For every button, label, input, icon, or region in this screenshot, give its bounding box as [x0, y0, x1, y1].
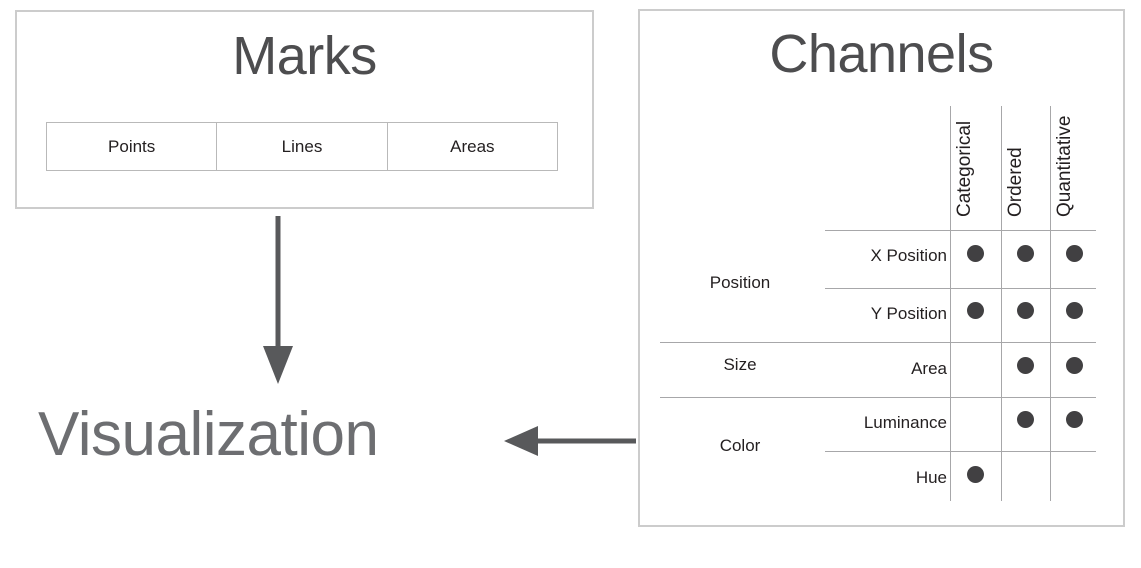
channel-dot-hue-categorical — [967, 466, 984, 483]
channel-dot-luminance-ordered — [1017, 411, 1034, 428]
channel-dot-x-position-categorical — [967, 245, 984, 262]
matrix-vline-3 — [1050, 106, 1051, 501]
matrix-column-header-categorical: Categorical — [954, 120, 975, 217]
matrix-hline-xy — [825, 288, 1096, 289]
arrow-down-icon — [263, 216, 293, 384]
matrix-vline-1 — [950, 106, 951, 501]
channel-dot-x-position-quantitative — [1066, 245, 1083, 262]
channels-matrix: Categorical Ordered Quantitative Positio… — [640, 11, 1123, 525]
channel-dot-y-position-quantitative — [1066, 302, 1083, 319]
channel-dot-area-quantitative — [1066, 357, 1083, 374]
visualization-label: Visualization — [38, 400, 379, 469]
arrow-left-icon — [504, 426, 636, 456]
channel-dot-x-position-ordered — [1017, 245, 1034, 262]
channel-group-label-color: Color — [719, 436, 761, 455]
matrix-hline-position-size — [660, 342, 1096, 343]
channel-dot-area-ordered — [1017, 357, 1034, 374]
marks-item-lines[interactable]: Lines — [217, 123, 388, 170]
channel-row-label-area: Area — [911, 359, 947, 378]
matrix-hline-lum-hue — [825, 451, 1096, 452]
matrix-column-header-ordered: Ordered — [1005, 147, 1026, 217]
matrix-column-header-quantitative: Quantitative — [1054, 115, 1075, 217]
channels-title: Channels — [769, 24, 994, 84]
matrix-hline-top — [825, 230, 1096, 231]
channel-row-label-luminance: Luminance — [863, 413, 947, 432]
matrix-vline-2 — [1001, 106, 1002, 501]
marks-panel: Marks Points Lines Areas — [15, 10, 594, 209]
channel-dot-y-position-ordered — [1017, 302, 1034, 319]
marks-item-points[interactable]: Points — [47, 123, 218, 170]
channels-panel: Channels Categorical Ordered Quantitativ… — [638, 9, 1125, 527]
marks-title: Marks — [232, 26, 377, 86]
channel-row-label-y-position: Y Position — [870, 304, 947, 323]
channel-dot-y-position-categorical — [967, 302, 984, 319]
marks-type-list: Points Lines Areas — [46, 122, 558, 171]
channel-row-label-x-position: X Position — [870, 246, 947, 265]
marks-item-areas[interactable]: Areas — [450, 136, 495, 156]
channel-group-label-size: Size — [723, 355, 757, 374]
channel-dot-luminance-quantitative — [1066, 411, 1083, 428]
channel-row-label-hue: Hue — [915, 468, 947, 487]
channel-group-label-position: Position — [709, 273, 771, 292]
matrix-hline-size-color — [660, 397, 1096, 398]
